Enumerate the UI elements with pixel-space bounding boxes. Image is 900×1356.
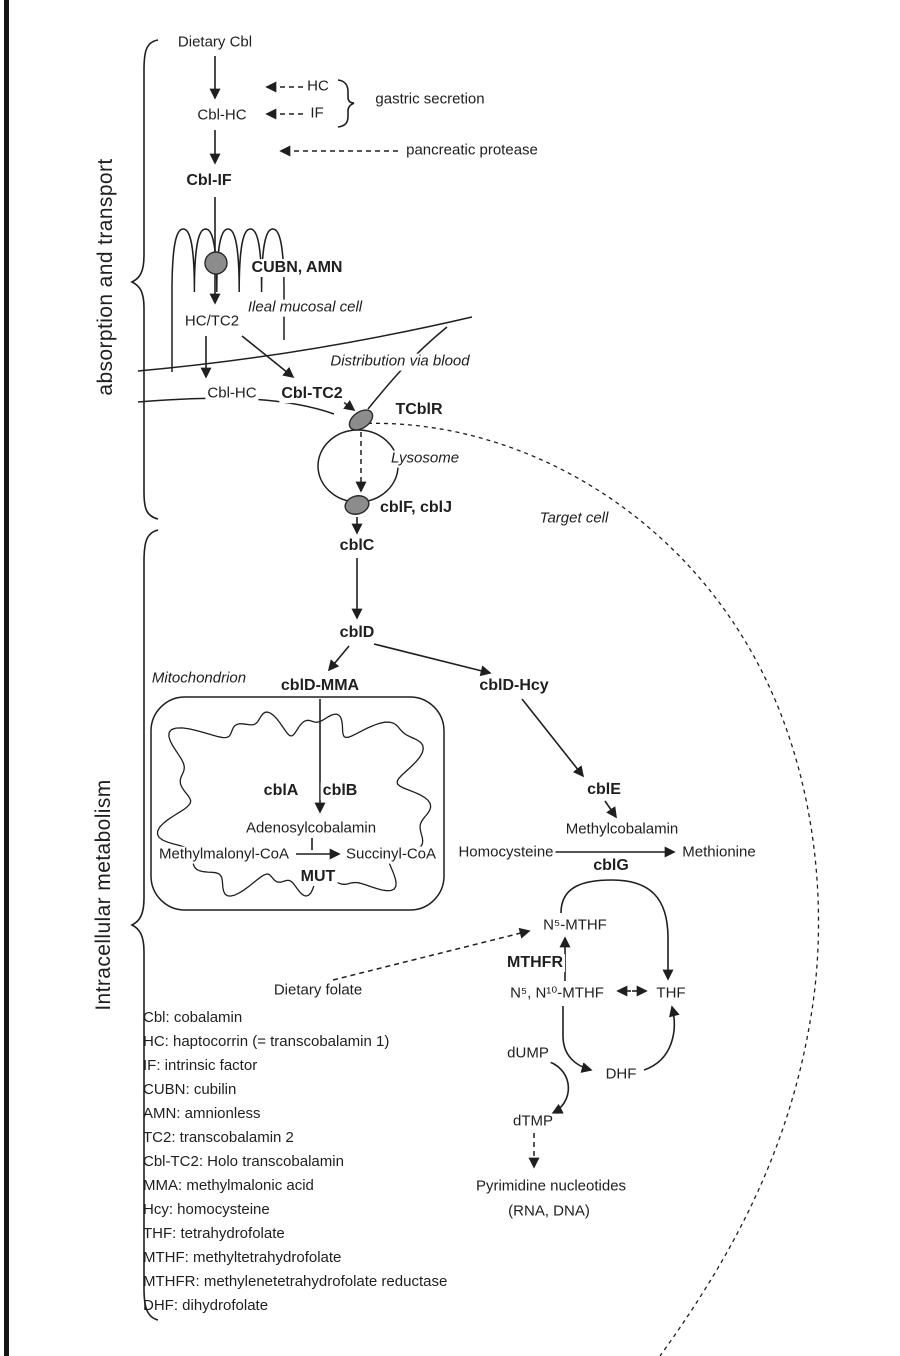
section-braces bbox=[130, 39, 355, 1321]
arrow-dhf-to-thf bbox=[643, 1005, 680, 1071]
node-cbl-if: Cbl-IF bbox=[184, 172, 234, 190]
mitochondrion-inner-membrane bbox=[156, 711, 432, 897]
arrow-dietary-folate bbox=[332, 927, 531, 981]
node-cbl-hc: Cbl-HC bbox=[195, 106, 249, 125]
legend-item: TC2: transcobalamin 2 bbox=[143, 1129, 294, 1146]
node-homocysteine: Homocysteine bbox=[456, 843, 556, 862]
legend-item: Hcy: homocysteine bbox=[143, 1201, 270, 1218]
node-cbl-hc-blood: Cbl-HC bbox=[205, 384, 259, 403]
label-ileal-mucosal-cell: Ileal mucosal cell bbox=[245, 298, 365, 317]
node-hc: HC bbox=[305, 77, 331, 96]
brace-absorption bbox=[130, 39, 159, 520]
node-cbld-hcy: cblD-Hcy bbox=[477, 677, 551, 695]
node-adenosylcobalamin: Adenosylcobalamin bbox=[243, 819, 379, 838]
node-methylcobalamin: Methylcobalamin bbox=[563, 820, 681, 839]
section-label-absorption: absorption and transport bbox=[94, 158, 117, 396]
label-lysosome: Lysosome bbox=[388, 449, 462, 468]
solid-arrows bbox=[200, 56, 680, 1114]
legend-item: THF: tetrahydrofolate bbox=[143, 1225, 285, 1242]
page-edge-bar bbox=[4, 0, 9, 1356]
node-cblf-cblj: cblF, cblJ bbox=[377, 499, 455, 517]
vessel-wall-upper bbox=[137, 316, 473, 372]
label-target-cell: Target cell bbox=[537, 509, 611, 528]
node-cubn-amn: CUBN, AMN bbox=[249, 259, 345, 277]
node-mut: MUT bbox=[298, 868, 338, 886]
target-cell-boundary bbox=[351, 422, 820, 1356]
legend-item: Cbl: cobalamin bbox=[143, 1009, 243, 1026]
node-tcblr: TCblR bbox=[393, 401, 445, 419]
node-dhf: DHF bbox=[603, 1065, 639, 1084]
node-cble: cblE bbox=[585, 781, 623, 799]
node-cblg: cblG bbox=[591, 857, 631, 875]
node-pyrimidine-nucleotides: Pyrimidine nucleotides bbox=[473, 1177, 629, 1196]
node-if: IF bbox=[308, 104, 326, 123]
label-mitochondrion: Mitochondrion bbox=[149, 669, 249, 688]
section-label-metabolism: Intracellular metabolism bbox=[92, 779, 115, 1011]
arrow-cbld-to-cbldhcy bbox=[373, 643, 492, 677]
arrow-cble-to-methylcobalamin bbox=[604, 800, 617, 819]
membranes bbox=[137, 228, 820, 1356]
legend-item: MMA: methylmalonic acid bbox=[143, 1177, 314, 1194]
node-n5-n10-mthf: N⁵, N¹⁰-MTHF bbox=[508, 984, 606, 1003]
label-distribution-via-blood: Distribution via blood bbox=[328, 352, 472, 371]
label-gastric-secretion: gastric secretion bbox=[373, 90, 487, 109]
label-pancreatic-protease: pancreatic protease bbox=[404, 141, 540, 160]
dashed-arrows bbox=[265, 81, 540, 1169]
brace-gastric-secretion bbox=[337, 79, 355, 128]
node-n5-mthf: N⁵-MTHF bbox=[541, 916, 609, 935]
node-dietary-folate: Dietary folate bbox=[271, 981, 365, 1000]
legend-item: MTHFR: methylenetetrahydrofolate reducta… bbox=[143, 1273, 448, 1290]
legend-item: HC: haptocorrin (= transcobalamin 1) bbox=[143, 1033, 390, 1050]
legend-item: Cbl-TC2: Holo transcobalamin bbox=[143, 1153, 344, 1170]
node-cbld: cblD bbox=[337, 624, 377, 642]
receptors bbox=[204, 251, 374, 515]
node-methionine: Methionine bbox=[680, 843, 758, 862]
node-cbla: cblA bbox=[261, 782, 301, 800]
arrow-cbldhcy-to-cble bbox=[521, 698, 585, 778]
node-dump: dUMP bbox=[505, 1044, 551, 1063]
vessel-funnel bbox=[367, 326, 448, 410]
receptor-tcblr bbox=[348, 409, 374, 431]
legend-item: MTHF: methyltetrahydrofolate bbox=[143, 1249, 342, 1266]
node-mthfr: MTHFR bbox=[505, 954, 565, 972]
legend-item: CUBN: cubilin bbox=[143, 1081, 237, 1098]
receptor-cblf-cblj bbox=[344, 495, 370, 515]
arrow-n5n10mthf-to-dhf bbox=[562, 1006, 593, 1073]
node-cblc: cblC bbox=[337, 537, 377, 555]
arrow-hctc2-to-cbltc2 bbox=[241, 335, 295, 379]
arrow-cbld-to-cbldmma bbox=[327, 645, 350, 672]
node-dtmp: dTMP bbox=[510, 1112, 556, 1131]
brush-border-microvilli bbox=[171, 228, 285, 372]
node-cblb: cblB bbox=[320, 782, 360, 800]
node-cbl-tc2: Cbl-TC2 bbox=[279, 385, 345, 403]
node-dietary-cbl: Dietary Cbl bbox=[175, 33, 255, 52]
node-succinyl-coa: Succinyl-CoA bbox=[343, 845, 439, 864]
node-rna-dna: (RNA, DNA) bbox=[506, 1202, 592, 1221]
legend-item: IF: intrinsic factor bbox=[143, 1057, 258, 1074]
endosome-outline bbox=[317, 429, 399, 503]
node-hc-tc2: HC/TC2 bbox=[182, 312, 242, 331]
node-methylmalonyl-coa: Methylmalonyl-CoA bbox=[156, 845, 292, 864]
node-thf: THF bbox=[654, 984, 688, 1003]
legend-item: DHF: dihydrofolate bbox=[143, 1297, 269, 1314]
mitochondrion-outer-membrane bbox=[150, 696, 445, 911]
node-cbld-mma: cblD-MMA bbox=[278, 677, 362, 695]
arrow-dump-to-dtmp bbox=[549, 1061, 570, 1114]
brace-metabolism bbox=[130, 529, 159, 1321]
legend-item: AMN: amnionless bbox=[143, 1105, 261, 1122]
arc-n5mthf-to-thf-via-cblg bbox=[560, 879, 674, 981]
receptor-cubn-amn bbox=[204, 251, 228, 275]
abbreviation-legend: Cbl: cobalamin HC: haptocorrin (= transc… bbox=[143, 1006, 447, 1318]
